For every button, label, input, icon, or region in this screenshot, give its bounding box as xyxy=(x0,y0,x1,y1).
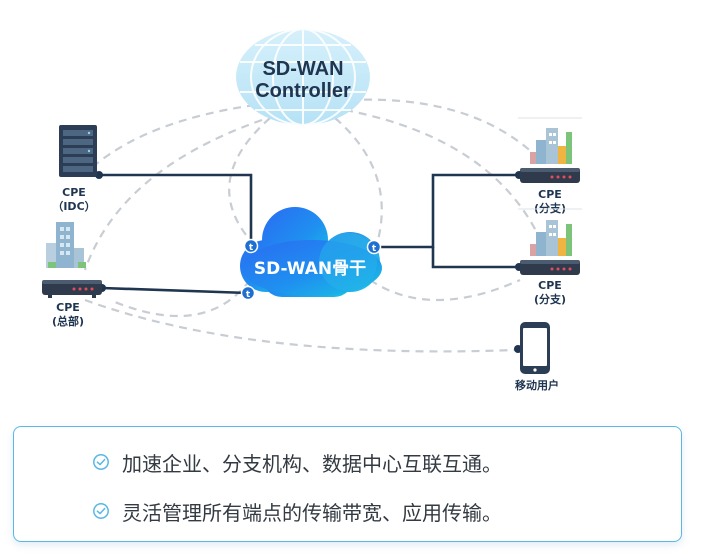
dashed-link-outer-right xyxy=(369,278,521,301)
feature-text: 加速企业、分支机构、数据中心互联互通。 xyxy=(122,451,502,476)
dashed-links xyxy=(83,98,547,353)
branch-top-router-icon xyxy=(520,168,580,183)
dashed-link-outer-left xyxy=(109,279,251,318)
branch-bottom-cpe-sublabel: (分支) xyxy=(534,292,566,306)
branch-top-cpe-sublabel: (分支) xyxy=(534,201,566,215)
svg-text:t: t xyxy=(246,290,251,300)
controller-label-line2: Controller xyxy=(255,80,351,102)
branch-top-cpe-label: CPE xyxy=(538,188,562,201)
backbone-label: SD-WAN骨干 xyxy=(254,259,366,279)
check-circle-icon xyxy=(93,454,109,470)
backbone-ports: t t t xyxy=(240,238,382,301)
dashed-link-controller-backbone-left xyxy=(228,117,271,241)
network-diagram: SD-WAN Controller SD-WAN骨干 t t t xyxy=(42,28,582,392)
feature-text: 灵活管理所有端点的传输带宽、应用传输。 xyxy=(122,500,502,525)
link-hq-backbone xyxy=(101,286,249,295)
link-idc-backbone xyxy=(97,173,253,245)
hq-router-icon xyxy=(42,280,102,298)
feature-item: 加速企业、分支机构、数据中心互联互通。 xyxy=(92,448,502,476)
svg-text:t: t xyxy=(249,243,254,253)
dashed-link-hq-mobile xyxy=(84,298,516,353)
branch-bottom-building-icon xyxy=(518,208,582,256)
branch-bottom-cpe-label: CPE xyxy=(538,279,562,292)
backbone-cloud-icon: SD-WAN骨干 xyxy=(240,207,382,297)
mobile-phone-icon xyxy=(520,322,550,374)
feature-item: 灵活管理所有端点的传输带宽、应用传输。 xyxy=(92,497,502,525)
branch-bottom-router-icon xyxy=(520,260,580,275)
check-circle-icon xyxy=(93,503,109,519)
dashed-link-controller-branch-top xyxy=(349,98,536,156)
hq-building-icon xyxy=(46,222,86,268)
hq-cpe-sublabel: (总部) xyxy=(52,314,84,328)
dashed-link-controller-idc xyxy=(94,103,256,166)
idc-cpe-sublabel: （IDC） xyxy=(52,200,95,213)
dashed-link-controller-hq xyxy=(83,118,263,271)
controller-globe-icon: SD-WAN Controller xyxy=(236,28,370,126)
branch-top-building-icon xyxy=(518,117,582,164)
svg-text:t: t xyxy=(372,244,377,254)
mobile-user-label: 移动用户 xyxy=(515,378,559,392)
idc-cpe-label: CPE xyxy=(62,186,86,199)
idc-server-icon xyxy=(59,125,97,177)
controller-label-line1: SD-WAN xyxy=(262,58,343,80)
features-panel xyxy=(13,426,682,542)
dashed-link-controller-branch-bottom xyxy=(344,108,547,251)
port-right-icon: t xyxy=(366,239,382,255)
link-backbone-branches xyxy=(376,173,520,249)
port-left-top-icon: t xyxy=(243,238,259,254)
port-left-bottom-icon: t xyxy=(240,285,256,301)
dashed-link-controller-backbone-right xyxy=(334,117,383,241)
hq-cpe-label: CPE xyxy=(56,301,80,314)
link-branch-bottom xyxy=(431,247,520,269)
